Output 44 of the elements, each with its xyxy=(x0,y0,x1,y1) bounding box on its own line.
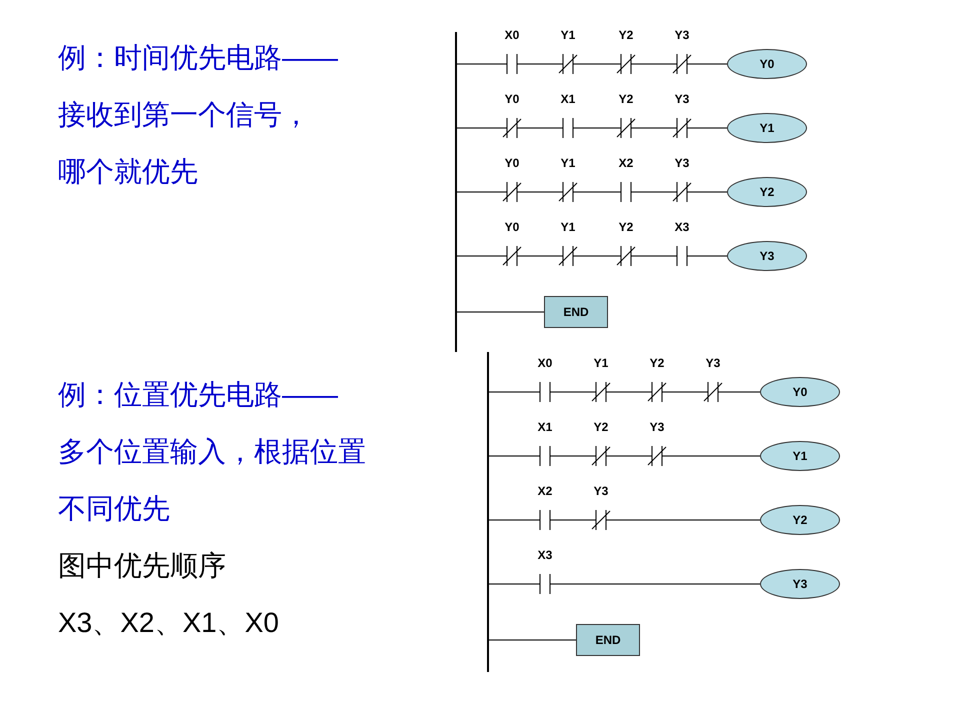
contact-label: Y2 xyxy=(592,420,610,434)
description-text: 哪个就优先 xyxy=(58,155,198,189)
output-coil: Y2 xyxy=(760,505,840,535)
contact-label: Y3 xyxy=(592,484,610,498)
contact-label: Y1 xyxy=(592,356,610,370)
contact-label: Y1 xyxy=(560,28,576,42)
contact-label: Y2 xyxy=(648,356,666,370)
contact-label: X1 xyxy=(560,92,576,106)
contact-label: Y0 xyxy=(504,92,520,106)
contact-label: X0 xyxy=(536,356,554,370)
output-coil: Y3 xyxy=(760,569,840,599)
contact-label: Y3 xyxy=(674,156,690,170)
description-text: 接收到第一个信号， xyxy=(58,98,310,132)
output-coil: Y1 xyxy=(727,113,807,143)
contact-label: Y0 xyxy=(504,220,520,234)
contact-label: X0 xyxy=(504,28,520,42)
contact-label: X3 xyxy=(536,548,554,562)
contact-label: Y1 xyxy=(560,220,576,234)
contact-label: Y2 xyxy=(618,92,634,106)
contact-label: X1 xyxy=(536,420,554,434)
contact-label: Y3 xyxy=(674,92,690,106)
note-text: 图中优先顺序 xyxy=(58,549,226,583)
contact-label: X3 xyxy=(674,220,690,234)
contact-label: Y3 xyxy=(674,28,690,42)
contact-label: Y1 xyxy=(560,156,576,170)
contact-label: X2 xyxy=(536,484,554,498)
description-text: 不同优先 xyxy=(58,492,170,526)
end-instruction: END xyxy=(576,624,640,656)
contact-label: Y2 xyxy=(618,220,634,234)
note-text: X3、X2、X1、X0 xyxy=(58,606,279,640)
output-coil: Y0 xyxy=(727,49,807,79)
contact-label: Y0 xyxy=(504,156,520,170)
description-text: 例：位置优先电路—— xyxy=(58,378,338,412)
description-text: 多个位置输入，根据位置 xyxy=(58,435,366,469)
output-coil: Y1 xyxy=(760,441,840,471)
contact-label: X2 xyxy=(618,156,634,170)
output-coil: Y0 xyxy=(760,377,840,407)
description-text: 例：时间优先电路—— xyxy=(58,41,338,75)
contact-label: Y3 xyxy=(648,420,666,434)
output-coil: Y2 xyxy=(727,177,807,207)
output-coil: Y3 xyxy=(727,241,807,271)
end-instruction: END xyxy=(544,296,608,328)
contact-label: Y3 xyxy=(704,356,722,370)
contact-label: Y2 xyxy=(618,28,634,42)
